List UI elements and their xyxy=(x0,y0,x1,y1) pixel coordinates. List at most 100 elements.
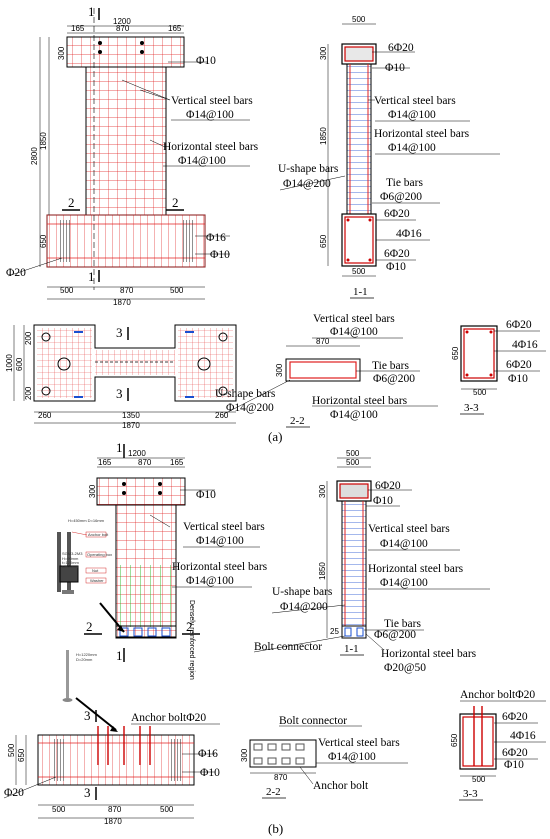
b11-label-vertical-spec: Φ14@100 xyxy=(380,538,428,550)
b11-dim-500-2: 500 xyxy=(346,458,360,467)
a-plan-mark-3-bot: 3 xyxy=(116,386,123,401)
b-mark-2-left: 2 xyxy=(86,619,93,634)
a-mark-2-right: 2 xyxy=(172,195,179,210)
b11-label-tie: Tie bars xyxy=(384,618,421,630)
b-foot-label-anchor: Anchor boltΦ20 xyxy=(131,712,206,724)
b11-label-horizontal2-spec: Φ20@50 xyxy=(384,662,426,674)
a-section-1-1: 500 300 1850 650 500 1-1 6Φ20 Φ10 Vertic… xyxy=(278,15,500,299)
a33-dim-650: 650 xyxy=(451,346,460,360)
a-dim-500-r: 500 xyxy=(170,286,184,295)
a-plan-dim-1870: 1870 xyxy=(122,421,140,430)
b-bolt-note-1: D=20mm xyxy=(76,657,93,662)
b11-dim-300: 300 xyxy=(318,484,327,498)
b-foot-dim-870: 870 xyxy=(108,805,122,814)
a-dim-1200: 1200 xyxy=(113,17,131,26)
b-label-horizontal-spec: Φ14@100 xyxy=(186,575,234,587)
a-plan-dim-1350: 1350 xyxy=(122,411,140,420)
a11-dim-500-bot: 500 xyxy=(352,267,366,276)
a11-label-phi10: Φ10 xyxy=(385,62,405,74)
caption-b: (b) xyxy=(268,821,283,836)
a33-dim-500: 500 xyxy=(473,388,487,397)
a-plan-dim-200-t: 200 xyxy=(24,331,33,345)
a33-label-6phi20b: 6Φ20 xyxy=(506,359,532,371)
b-mark-1-bot: 1 xyxy=(116,648,123,663)
a22-label-horizontal-spec: Φ14@100 xyxy=(330,409,378,421)
b11-label-horizontal2: Horizontal steel bars xyxy=(381,648,477,660)
b-foot-mark-3-bot: 3 xyxy=(84,785,91,800)
b-inset-note-3: SGM3-2M3 xyxy=(62,551,83,556)
a22-label-tie: Tie bars xyxy=(372,360,409,372)
a-dim-1870: 1870 xyxy=(113,298,131,307)
a-plan-dim-260-r: 260 xyxy=(215,411,229,420)
b-dim-165-l: 165 xyxy=(98,458,112,467)
b33-label-6phi20: 6Φ20 xyxy=(502,711,528,723)
a22-label-ushape-spec: Φ14@200 xyxy=(226,402,274,414)
a-dim-2800: 2800 xyxy=(30,147,39,165)
b11-label-phi10: Φ10 xyxy=(373,495,393,507)
a11-dim-500-top: 500 xyxy=(352,15,366,24)
b11-label-tie-spec: Φ6@200 xyxy=(374,629,416,641)
b-anchor-inset: H=450mm D=16mm Anchor bolt Operating box… xyxy=(57,518,118,732)
a-mark-1-top: 1 xyxy=(88,4,95,19)
b-foot-mark-3-top: 3 xyxy=(84,708,91,723)
b-mark-1-top: 1 xyxy=(116,440,123,455)
a22-title: 2-2 xyxy=(290,415,305,427)
b-dim-870: 870 xyxy=(138,458,152,467)
a-dim-870-b: 870 xyxy=(120,286,134,295)
b-label-dense: Densely reinforced region xyxy=(188,600,195,680)
b-label-horizontal: Horizontal steel bars xyxy=(172,561,268,573)
a22-label-tie-spec: Φ6@200 xyxy=(373,373,415,385)
b22-dim-870: 870 xyxy=(274,773,288,782)
a11-label-6phi20: 6Φ20 xyxy=(388,42,414,54)
b11-label-bolt: Bolt connector xyxy=(254,641,322,653)
a11-label-vertical: Vertical steel bars xyxy=(374,95,456,107)
a-section-3-3: 650 500 6Φ20 4Φ16 6Φ20 Φ10 3-3 xyxy=(451,319,546,415)
b11-label-ushape-spec: Φ14@200 xyxy=(280,601,328,613)
b11-dim-500: 500 xyxy=(346,449,360,458)
a-plan-mark-3-top: 3 xyxy=(116,325,123,340)
a-mark-1-bottom: 1 xyxy=(88,269,95,284)
a33-title: 3-3 xyxy=(464,402,479,414)
b11-dim-1850: 1850 xyxy=(318,562,327,580)
a11-title: 1-1 xyxy=(353,286,368,298)
b33-label-4phi16: 4Φ16 xyxy=(510,730,536,742)
b-foot-dim-650: 650 xyxy=(17,748,26,762)
a11-label-tie-spec: Φ6@200 xyxy=(380,191,422,203)
a-plan-dim-200-b: 200 xyxy=(24,386,33,400)
a-label-phi10: Φ10 xyxy=(196,55,216,67)
b11-label-horizontal-spec: Φ14@100 xyxy=(380,577,428,589)
a-dim-500-l: 500 xyxy=(60,286,74,295)
b-inset-note-0: H=450mm D=16mm xyxy=(68,518,105,523)
a-plan-dim-600: 600 xyxy=(15,357,24,371)
a11-label-4phi16: 4Φ16 xyxy=(396,228,422,240)
b22-label-vertical-spec: Φ14@100 xyxy=(328,751,376,763)
b-bolt-note-0: H=1220mm xyxy=(76,652,97,657)
a33-label-phi10: Φ10 xyxy=(508,373,528,385)
a-label-vertical-spec: Φ14@100 xyxy=(186,109,234,121)
a-elevation: 1 1 2 2 1200 165 870 165 300 2800 1850 6… xyxy=(6,4,259,307)
a11-dim-300: 300 xyxy=(319,46,328,60)
b22-label-bolt: Bolt connector xyxy=(279,715,347,727)
a-dim-165-l: 165 xyxy=(71,24,85,33)
b11-label-vertical: Vertical steel bars xyxy=(368,523,450,535)
a22-label-vertical: Vertical steel bars xyxy=(313,313,395,325)
a-label-vertical: Vertical steel bars xyxy=(171,95,253,107)
b-inset-note-6: D=90mm xyxy=(62,564,79,569)
a11-label-tie: Tie bars xyxy=(386,177,423,189)
b-section-3-3: Anchor boltΦ20 650 500 6Φ20 4Φ16 6Φ20 Φ1… xyxy=(450,689,546,801)
b-inset-note-4: H=90mm xyxy=(62,556,79,561)
a-dim-650: 650 xyxy=(39,234,48,248)
b-label-vertical: Vertical steel bars xyxy=(183,521,265,533)
a11-label-vertical-spec: Φ14@100 xyxy=(388,109,436,121)
b33-label-anchor: Anchor boltΦ20 xyxy=(460,689,535,701)
a-mark-2-left: 2 xyxy=(68,195,75,210)
a11-label-6phi20b: 6Φ20 xyxy=(384,208,410,220)
b-dim-1200: 1200 xyxy=(128,449,146,458)
b-inset-note-2: Operating box xyxy=(87,552,112,557)
b-foot-label-phi10: Φ10 xyxy=(200,767,220,779)
b11-label-6phi20: 6Φ20 xyxy=(375,480,401,492)
b-inset-note-5: t=120mm xyxy=(62,560,79,565)
b33-label-phi10: Φ10 xyxy=(504,759,524,771)
b-mark-2-right: 2 xyxy=(186,619,193,634)
